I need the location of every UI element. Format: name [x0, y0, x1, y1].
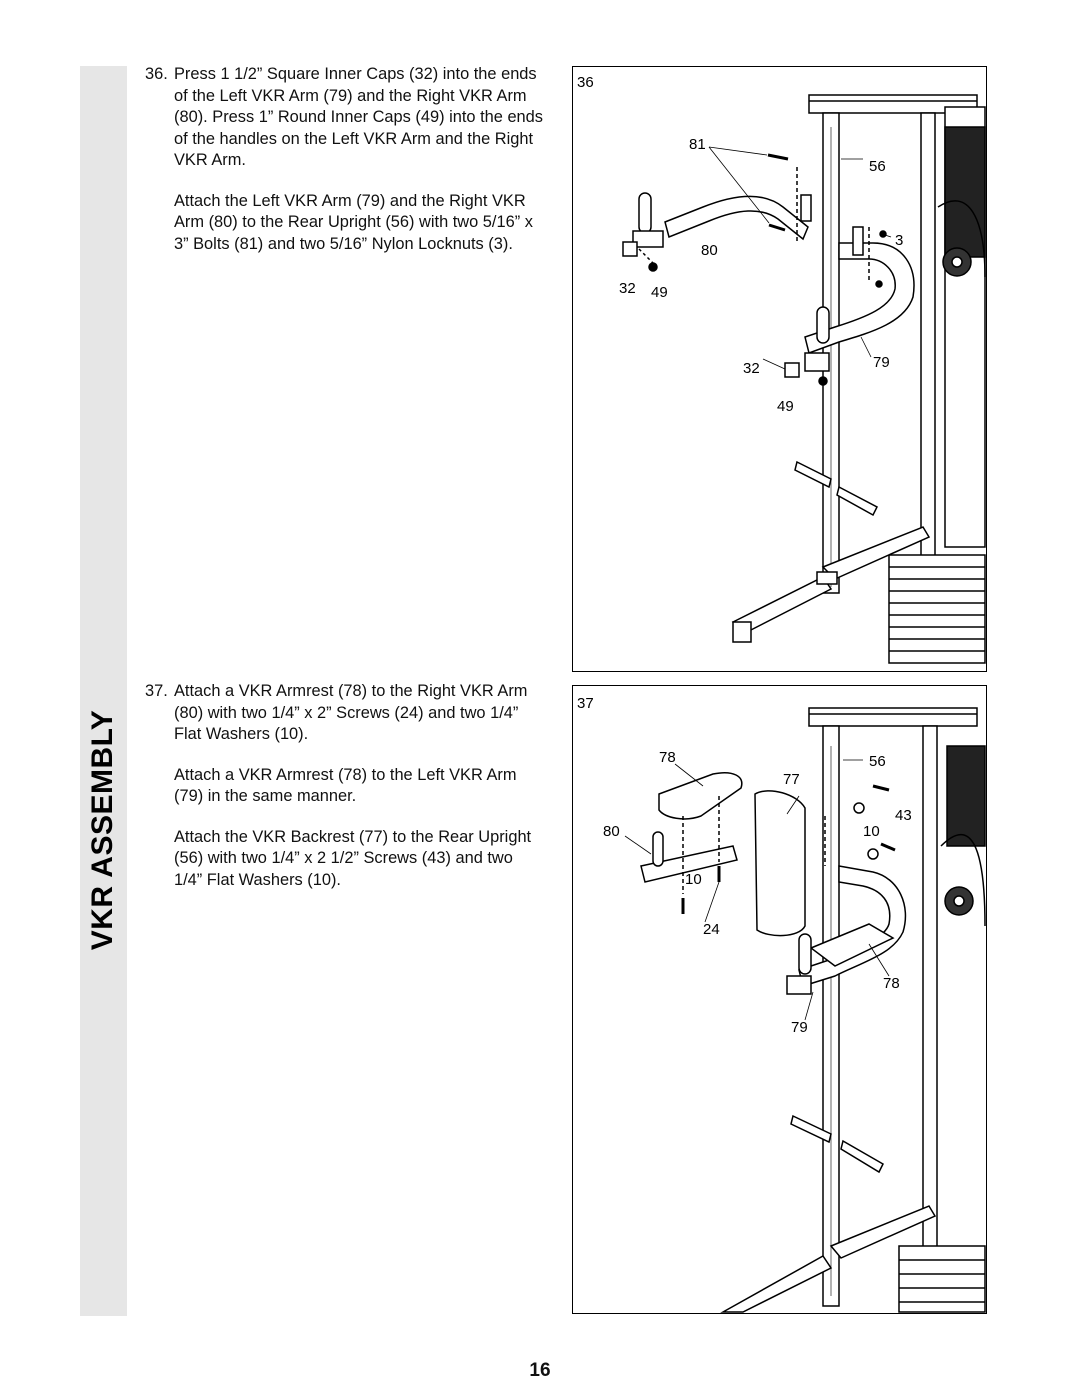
callout-49: 49 [777, 398, 794, 415]
arm-end [786, 975, 812, 995]
figure-37-drawing: 37 78 56 77 43 80 10 10 24 78 79 [577, 695, 986, 1313]
square-inner-cap [622, 241, 638, 257]
sidebar-band [80, 66, 127, 1316]
arm-handle [816, 306, 830, 344]
weight-stack [888, 554, 986, 664]
screw [880, 842, 896, 852]
step-37: 37. Attach a VKR Armrest (78) to the Rig… [145, 681, 545, 910]
step-number: 37. [145, 682, 168, 700]
callout-56: 56 [869, 753, 886, 770]
right-vkr-arm [640, 845, 738, 883]
bolt [768, 223, 786, 232]
callout-81: 81 [689, 136, 706, 153]
left-vkr-arm [798, 865, 907, 987]
weight-stack [898, 1245, 986, 1313]
front-column [920, 112, 936, 564]
pulley-assembly [946, 745, 986, 847]
callout-10: 10 [685, 871, 702, 888]
vkr-armrest [658, 772, 743, 820]
figure-36: 36 81 56 3 80 32 49 32 79 49 [572, 66, 987, 672]
callout-80: 80 [603, 823, 620, 840]
arm-handle [798, 933, 812, 975]
screw [872, 784, 890, 792]
arm-handle [652, 831, 664, 867]
top-crossbar [808, 707, 978, 727]
front-column [922, 725, 938, 1267]
square-inner-cap [784, 362, 800, 378]
flat-washer [853, 802, 865, 814]
right-vkr-arm [664, 195, 809, 241]
vkr-backrest [754, 790, 806, 937]
callout-80: 80 [701, 242, 718, 259]
callout-24: 24 [703, 921, 720, 938]
section-title: VKR ASSEMBLY [86, 709, 119, 951]
flat-washer [867, 848, 879, 860]
arm-handle [638, 192, 652, 234]
step-number: 36. [145, 65, 168, 83]
callout-77: 77 [783, 771, 800, 788]
callout-78: 78 [659, 749, 676, 766]
step-paragraph: Attach a VKR Armrest (78) to the Right V… [174, 682, 528, 743]
callout-43: 43 [895, 807, 912, 824]
callout-3: 3 [895, 232, 903, 249]
pulley-assembly [944, 126, 986, 258]
figure-number: 37 [577, 695, 594, 712]
figure-number: 36 [577, 74, 594, 91]
arm-end [632, 230, 664, 248]
callout-79: 79 [791, 1019, 808, 1036]
page-number: 16 [529, 1360, 551, 1381]
left-vkr-arm [804, 242, 915, 354]
weight-peg [794, 460, 832, 489]
vkr-armrest [809, 923, 895, 967]
arm-end [804, 352, 830, 372]
bolt [767, 153, 789, 161]
callout-10: 10 [863, 823, 880, 840]
weight-peg [790, 1114, 832, 1144]
figure-37: 37 78 56 77 43 80 10 10 24 78 79 [572, 685, 987, 1314]
step-paragraph: Attach a VKR Armrest (78) to the Left VK… [174, 765, 517, 806]
callout-32: 32 [619, 280, 636, 297]
figure-36-drawing: 36 81 56 3 80 32 49 32 79 49 [577, 74, 986, 664]
round-inner-cap [648, 262, 658, 272]
weight-peg [836, 485, 878, 517]
callout-32: 32 [743, 360, 760, 377]
locknut [875, 280, 883, 288]
round-inner-cap [818, 376, 828, 386]
callout-56: 56 [869, 158, 886, 175]
callout-78: 78 [883, 975, 900, 992]
step-paragraph: Attach the VKR Backrest (77) to the Rear… [174, 827, 532, 889]
step-36: 36. Press 1 1/2” Square Inner Caps (32) … [145, 64, 545, 274]
callout-79: 79 [873, 354, 890, 371]
step-paragraph: Press 1 1/2” Square Inner Caps (32) into… [174, 65, 543, 169]
weight-peg [840, 1139, 884, 1174]
callout-49: 49 [651, 284, 668, 301]
locknut [879, 230, 887, 238]
step-paragraph: Attach the Left VKR Arm (79) and the Rig… [174, 191, 533, 253]
